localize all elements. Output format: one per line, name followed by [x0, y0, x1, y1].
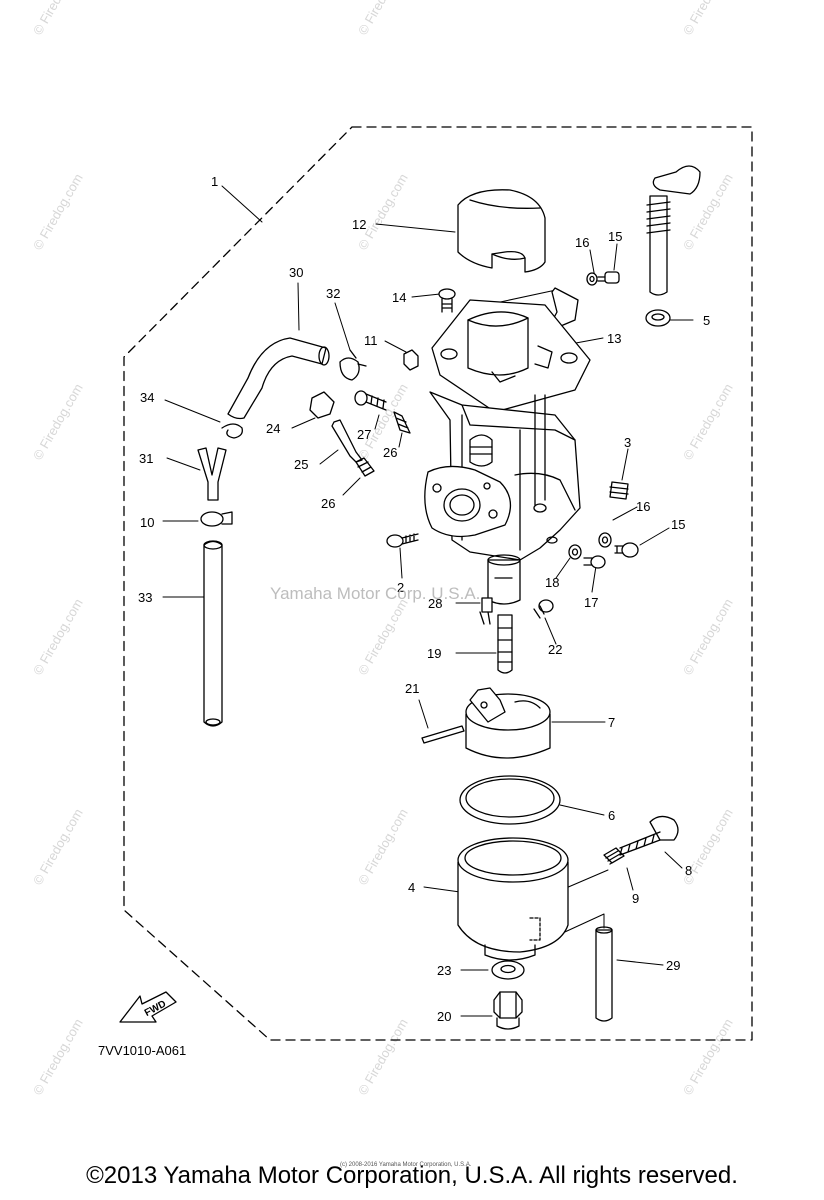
callout-27: 27 [357, 427, 371, 442]
part-15-screw-top [597, 271, 620, 284]
part-24-fitting [309, 391, 335, 419]
callout-11: 11 [364, 333, 378, 348]
callout-34: 34 [140, 390, 154, 405]
part-3-spring [609, 481, 629, 500]
part-16-washer-top [586, 272, 598, 286]
callout-20: 20 [437, 1009, 451, 1024]
callout-7: 7 [608, 715, 615, 730]
part-4-float-bowl [457, 837, 569, 961]
callout-30: 30 [289, 265, 303, 280]
callout-8: 8 [685, 863, 692, 878]
part-15-screw-right [614, 542, 639, 558]
part-12-cover [457, 189, 546, 273]
part-18-washer [568, 544, 582, 560]
part-21-pin [421, 725, 465, 744]
part-9-spring [603, 847, 625, 865]
callout-18: 18 [545, 575, 559, 590]
part-20-drain-bolt [493, 991, 523, 1030]
part-28-jet [479, 597, 493, 625]
part-11-nut [403, 349, 419, 371]
callout-17: 17 [584, 595, 598, 610]
throttle-shaft [646, 165, 701, 296]
callout-labels: 1 2 3 4 5 6 7 8 9 10 11 12 13 14 15 15 1… [138, 174, 710, 1024]
callout-22: 22 [548, 642, 562, 657]
part-14-screw [438, 288, 456, 313]
callout-1: 1 [211, 174, 218, 189]
part-8-pilot-screw [619, 815, 679, 856]
part-34-clip [221, 423, 243, 439]
callout-4: 4 [408, 880, 415, 895]
part-29-tube [595, 926, 613, 1022]
part-13-plate [431, 299, 591, 413]
part-33-hose [203, 540, 223, 727]
intake-flange [424, 465, 512, 538]
part-22-screw [533, 599, 554, 619]
callout-15-right: 15 [671, 517, 685, 532]
part-7-float [465, 687, 551, 759]
callout-3: 3 [624, 435, 631, 450]
callout-32: 32 [326, 286, 340, 301]
part-31-y-joint [197, 447, 227, 501]
callout-26-lower: 26 [321, 496, 335, 511]
leader-lines [162, 185, 694, 1017]
part-32-clamp [339, 349, 367, 381]
callout-28: 28 [428, 596, 442, 611]
callout-5: 5 [703, 313, 710, 328]
part-26-spring-lower [355, 457, 375, 477]
callout-25: 25 [294, 457, 308, 472]
copyright-notice: ©2013 Yamaha Motor Corporation, U.S.A. A… [86, 1162, 738, 1189]
part-27-screw [354, 390, 387, 411]
part-30-hose [227, 337, 330, 420]
part-2-screw [386, 533, 419, 548]
part-23-washer [491, 960, 525, 980]
callout-24: 24 [266, 421, 280, 436]
callout-16-right: 16 [636, 499, 650, 514]
part-6-gasket [459, 775, 561, 825]
callout-23: 23 [437, 963, 451, 978]
callout-12: 12 [352, 217, 366, 232]
callout-29: 29 [666, 958, 680, 973]
part-5-washer [645, 309, 671, 327]
callout-21: 21 [405, 681, 419, 696]
callout-16-top: 16 [575, 235, 589, 250]
callout-26-upper: 26 [383, 445, 397, 460]
callout-9: 9 [632, 891, 639, 906]
callout-31: 31 [139, 451, 153, 466]
callout-15-top: 15 [608, 229, 622, 244]
callout-6: 6 [608, 808, 615, 823]
part-16-washer-right [598, 532, 612, 548]
callout-2: 2 [397, 580, 404, 595]
callout-19: 19 [427, 646, 441, 661]
part-26-spring-upper [393, 411, 411, 434]
part-19-emulsion-tube [497, 614, 513, 674]
callout-14: 14 [392, 290, 406, 305]
callout-10: 10 [140, 515, 154, 530]
assembly-boundary [123, 126, 753, 1041]
fwd-arrow-icon [119, 991, 177, 1023]
part-17-screw [583, 555, 606, 569]
fine-print: (c) 2008-2016 Yamaha Motor Corporation, … [340, 1162, 472, 1168]
part-10-clamp [200, 511, 233, 527]
diagram-code: 7VV1010-A061 [98, 1043, 187, 1058]
center-watermark: Yamaha Motor Corp. U.S.A. [270, 584, 481, 603]
callout-33: 33 [138, 590, 152, 605]
main-nozzle-housing [487, 554, 521, 605]
callout-13: 13 [607, 331, 621, 346]
